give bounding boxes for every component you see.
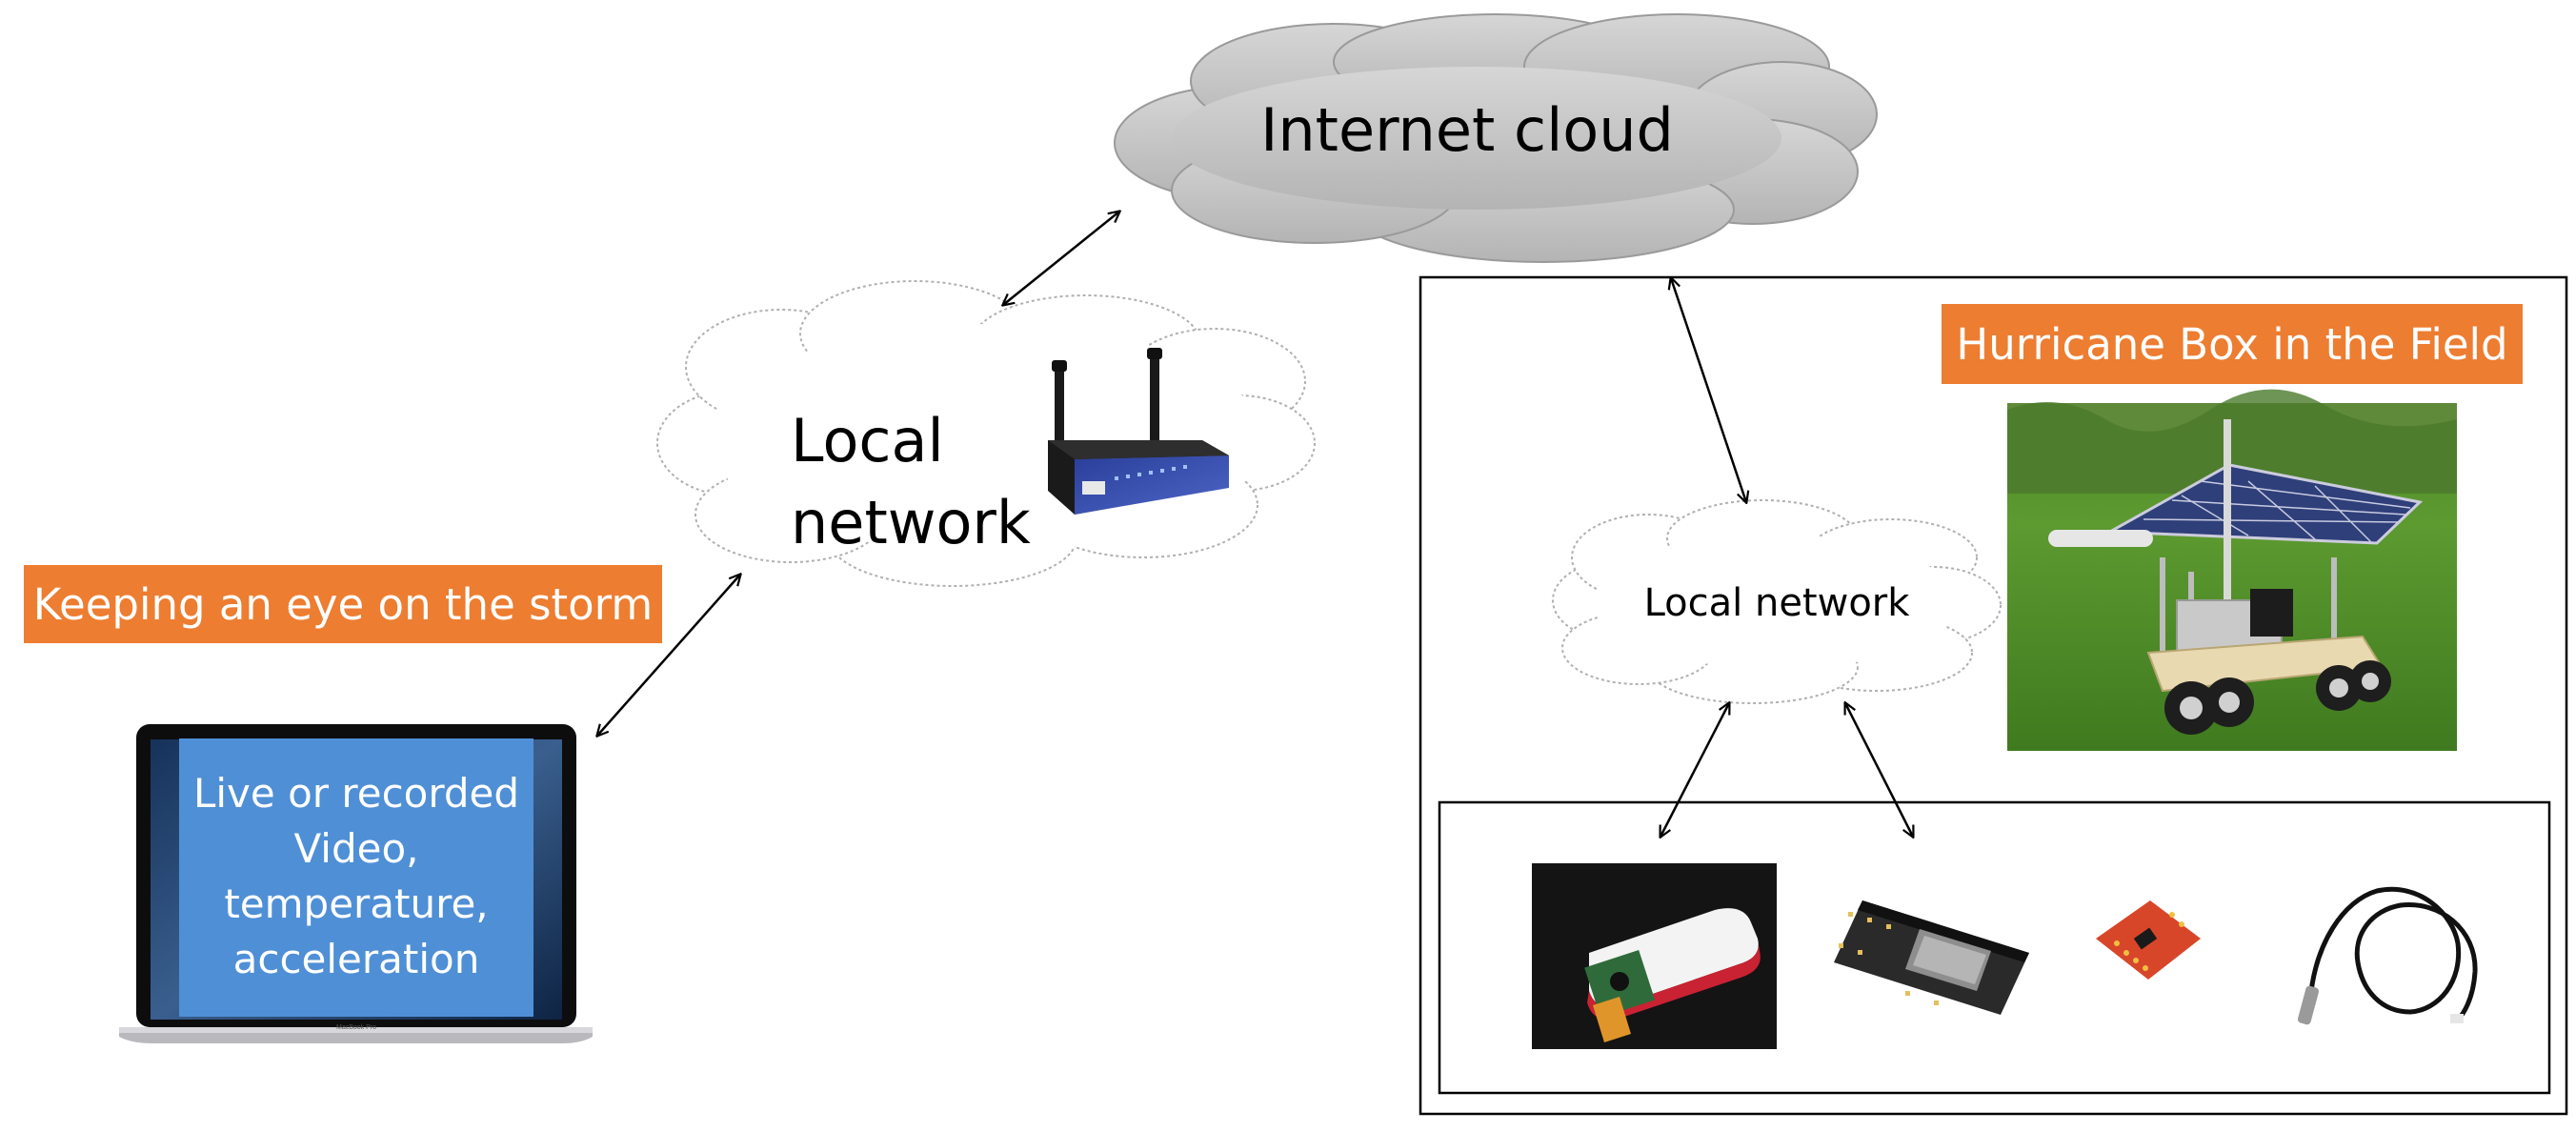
camera-module-photo — [1532, 863, 1777, 1049]
laptop-screen-text: Live or recorded Video, temperature, acc… — [179, 766, 533, 987]
wireless-router-icon — [1048, 348, 1229, 515]
screen-line-1: Live or recorded — [192, 770, 520, 817]
arrow-laptop-home — [597, 575, 740, 736]
home-network-label-line1: Local — [791, 406, 944, 475]
arrow-home-internet — [1003, 212, 1119, 305]
probe-connector — [2450, 1014, 2464, 1023]
home-network-label: Local network — [791, 400, 1038, 564]
field-box-frame — [1419, 275, 2568, 1116]
internet-cloud — [1114, 13, 1878, 263]
probe-tip — [2297, 985, 2320, 1025]
internet-cloud-label: Internet cloud — [1260, 95, 1674, 165]
temperature-probe-photo — [2307, 886, 2478, 1022]
laptop-brand-text: MacBook Pro — [335, 1024, 377, 1031]
screen-line-2: Video, — [293, 825, 419, 872]
solar-cart-photo — [2007, 389, 2457, 751]
laptop-screen — [179, 738, 533, 1017]
arrow-field-camera — [1660, 703, 1729, 837]
field-network-label: Local network — [1643, 581, 1910, 625]
screen-line-4: acceleration — [232, 936, 480, 982]
home-network-label-line2: network — [791, 488, 1031, 557]
arrow-field-sensors — [1845, 703, 1913, 837]
devices-frame — [1438, 800, 2551, 1095]
microcontroller-board-photo — [1834, 900, 2029, 1015]
field-label: Hurricane Box in the Field — [1942, 304, 2523, 384]
screen-line-3: temperature, — [224, 880, 489, 927]
monitor-label: Keeping an eye on the storm — [24, 565, 662, 643]
arrow-internet-field — [1671, 278, 1746, 502]
accelerometer-board-photo — [2096, 900, 2201, 980]
